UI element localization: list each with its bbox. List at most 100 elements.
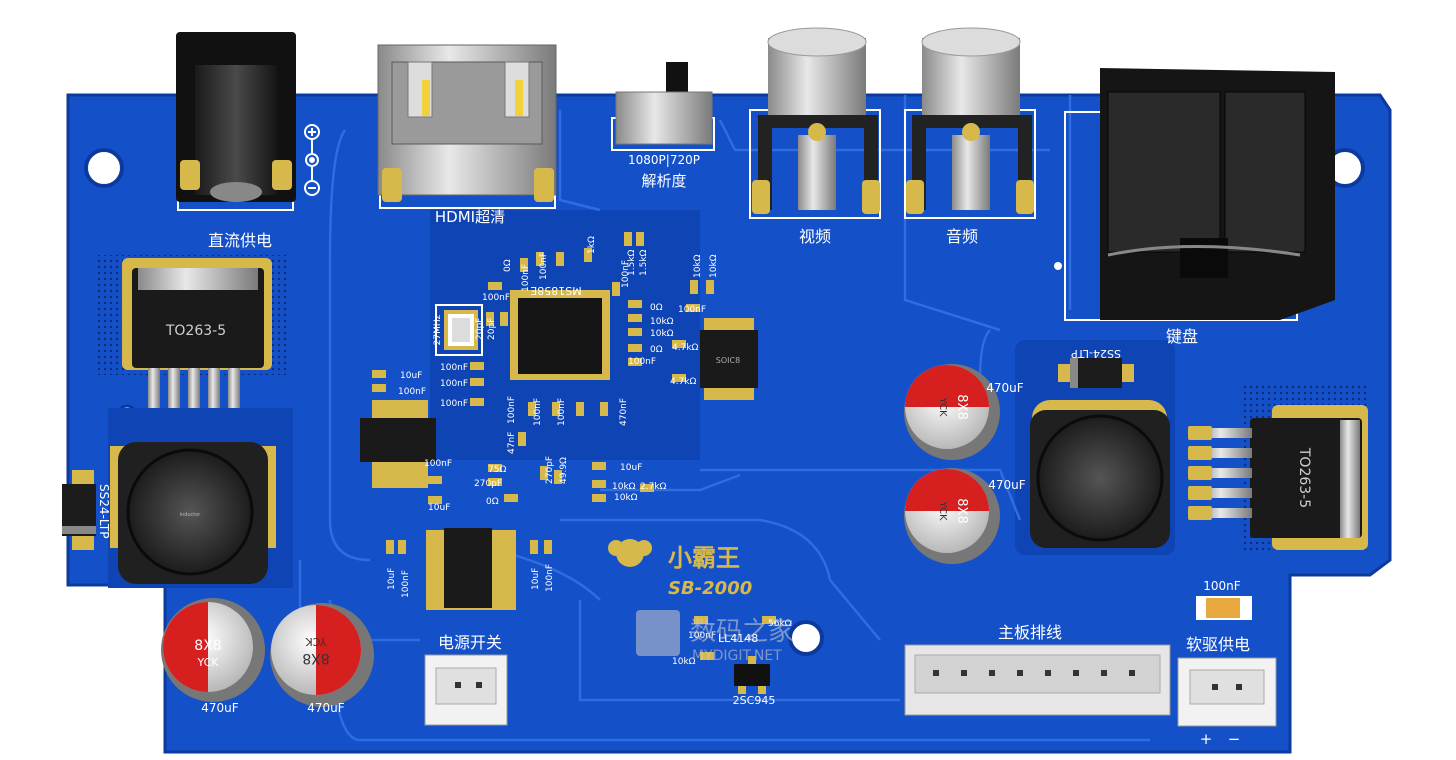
- smd-part: [576, 402, 584, 416]
- passive-label: 100nF: [440, 399, 468, 409]
- passive-label: 100nF: [507, 396, 517, 424]
- smd-part: [486, 312, 494, 326]
- passive-label: 4.7kΩ: [670, 377, 697, 387]
- passive-label: 0Ω: [503, 259, 513, 272]
- passive-label: 49.9Ω: [559, 457, 569, 484]
- smd-part: [672, 340, 686, 348]
- label-power-switch: 电源开关: [438, 633, 502, 652]
- smd-part: [488, 478, 502, 486]
- passive-label: 10kΩ: [650, 329, 674, 339]
- mounting-holes: [84, 148, 1365, 656]
- smd-part: [628, 344, 642, 352]
- smd-part: [624, 232, 632, 246]
- label-audio: 音频: [946, 227, 978, 246]
- label-crystal: 27MHz: [433, 314, 443, 345]
- passive-label: 100nF: [440, 379, 468, 389]
- smd-part: [520, 258, 528, 272]
- smd-part: [592, 480, 606, 488]
- label-model: SB-2000: [668, 578, 752, 599]
- cap-r1-size: 8X8: [954, 394, 969, 419]
- passive-label: 100nF: [688, 631, 716, 641]
- smd-part: [488, 464, 502, 472]
- keyboard-connector: [1054, 68, 1335, 321]
- floppy-power-connector: [1177, 596, 1277, 727]
- cap-bl2-size: 8X8: [302, 650, 329, 666]
- passive-label: 270pF: [545, 456, 555, 484]
- watermark-text: 数码之家: [690, 617, 794, 647]
- passive-label: 10kΩ: [614, 493, 638, 503]
- pcb-traces: [298, 95, 1150, 742]
- crystal: [435, 304, 483, 356]
- smd-part: [628, 300, 642, 308]
- smd-part: [552, 402, 560, 416]
- passive-label: 100nF: [424, 459, 452, 469]
- smd-part: [612, 282, 620, 296]
- passive-label: 0Ω: [650, 345, 663, 355]
- label-minus: −: [1228, 730, 1241, 748]
- smd-part: [700, 652, 714, 660]
- smd-part: [540, 466, 548, 480]
- mainboard-cable-connector: [904, 644, 1171, 716]
- label-reg-right: TO263-5: [1296, 447, 1312, 508]
- passive-label: 100nF: [440, 363, 468, 373]
- passive-label: 100nF: [628, 357, 656, 367]
- cap-r2-value: 470uF: [988, 478, 1026, 492]
- label-diode-small: LL4148: [718, 632, 758, 645]
- cap-bl2-brand: YCK: [305, 635, 328, 648]
- transistor: [734, 656, 770, 694]
- smd-part: [536, 252, 544, 266]
- cap-r2-brand: YCK: [937, 500, 948, 521]
- smd-part: [488, 282, 502, 290]
- passive-label: 100nF: [482, 293, 510, 303]
- smd-part: [636, 232, 644, 246]
- label-diode-left: SS24-LTP: [97, 484, 111, 538]
- cap-bl1-size: 8X8: [194, 638, 221, 654]
- main-chip-area: [510, 290, 610, 380]
- smd-part: [428, 476, 442, 484]
- passive-label: 10uF: [387, 568, 397, 590]
- label-video: 视频: [799, 227, 831, 246]
- cap-r2-size: 8X8: [954, 498, 969, 523]
- label-mainboard-cable: 主板排线: [998, 623, 1062, 642]
- passive-label: 10uF: [400, 371, 422, 381]
- smd-part: [504, 494, 518, 502]
- sot223-regulator-2: [426, 528, 516, 610]
- cap-bl1-brand: YCK: [196, 656, 219, 669]
- passive-label: 20pF: [475, 318, 485, 340]
- watermark: 数码之家 MYDIGIT.NET: [636, 610, 794, 664]
- cap-right-2: 8X8 YCK: [904, 468, 1000, 564]
- passive-label: 100nF: [398, 387, 426, 397]
- cap-bl2-value: 470uF: [307, 701, 345, 715]
- label-transistor: 2SC945: [733, 694, 776, 707]
- diode-left: [62, 470, 96, 550]
- passive-label: 100nF: [621, 260, 631, 288]
- label-soic8: SOIC8: [716, 356, 740, 365]
- regulator-right: [1188, 382, 1370, 552]
- label-plus: +: [1200, 730, 1213, 748]
- passive-label: 10kΩ: [693, 254, 703, 278]
- smd-part: [628, 358, 642, 366]
- passive-label: 75Ω: [488, 465, 506, 475]
- passive-label: 2.7kΩ: [640, 482, 667, 492]
- smd-part: [372, 384, 386, 392]
- smd-part: [544, 540, 552, 554]
- smd-part: [672, 374, 686, 382]
- label-hdmi: HDMI超清: [435, 208, 505, 226]
- passive-label: 0Ω: [650, 303, 663, 313]
- passive-label: 20pF: [487, 318, 497, 340]
- power-switch-connector: [424, 654, 508, 726]
- smd-part: [600, 402, 608, 416]
- smd-part: [592, 494, 606, 502]
- inductor-right: [1030, 400, 1170, 548]
- polarity-symbol: [304, 124, 320, 196]
- label-resolution-switch: 1080P|720P: [628, 153, 700, 167]
- smd-part: [694, 616, 708, 624]
- smd-part: [640, 484, 654, 492]
- smd-part: [398, 540, 406, 554]
- smd-part: [584, 248, 592, 262]
- smd-part: [686, 304, 700, 312]
